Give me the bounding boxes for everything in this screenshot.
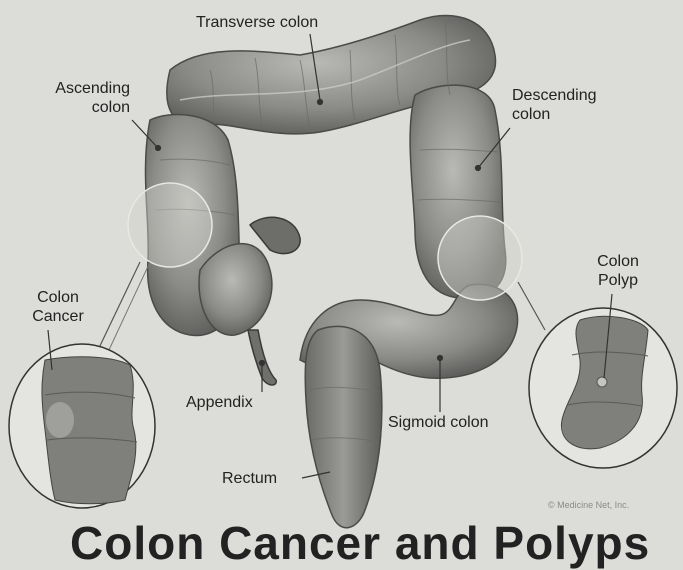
colon-cancer-label-line2: Cancer	[18, 308, 98, 326]
polyp-inset-connector	[518, 282, 545, 330]
descending-colon-label-line1: Descending	[512, 87, 597, 105]
copyright-credit: © Medicine Net, Inc.	[548, 500, 629, 510]
polyp-spot	[597, 377, 607, 387]
ascending-colon-label-line1: Ascending	[20, 80, 130, 98]
colon-cancer-label-line1: Colon	[18, 289, 98, 307]
colon-polyp-label-line1: Colon	[578, 253, 658, 271]
cancer-inset-connector-2	[108, 262, 150, 352]
appendix-label: Appendix	[186, 394, 253, 412]
colon-cancer-inset	[9, 344, 155, 508]
cecum-shape	[199, 244, 272, 336]
tumor-spot	[46, 402, 74, 438]
colon-polyp-inset	[529, 308, 677, 468]
ascending-colon-label-line2: colon	[20, 99, 130, 117]
rectum-label: Rectum	[222, 470, 277, 488]
descending-colon-label-line2: colon	[512, 106, 550, 124]
rectum-shape	[305, 326, 382, 527]
cancer-highlight-circle	[128, 183, 212, 267]
transverse-colon-label: Transverse colon	[196, 14, 318, 32]
colon-polyp-label-line2: Polyp	[578, 272, 658, 290]
polyp-highlight-circle	[438, 216, 522, 300]
cancer-inset-connector-1	[98, 262, 140, 350]
sigmoid-colon-label: Sigmoid colon	[388, 414, 489, 432]
bottom-title: Colon Cancer and Polyps	[70, 516, 650, 570]
